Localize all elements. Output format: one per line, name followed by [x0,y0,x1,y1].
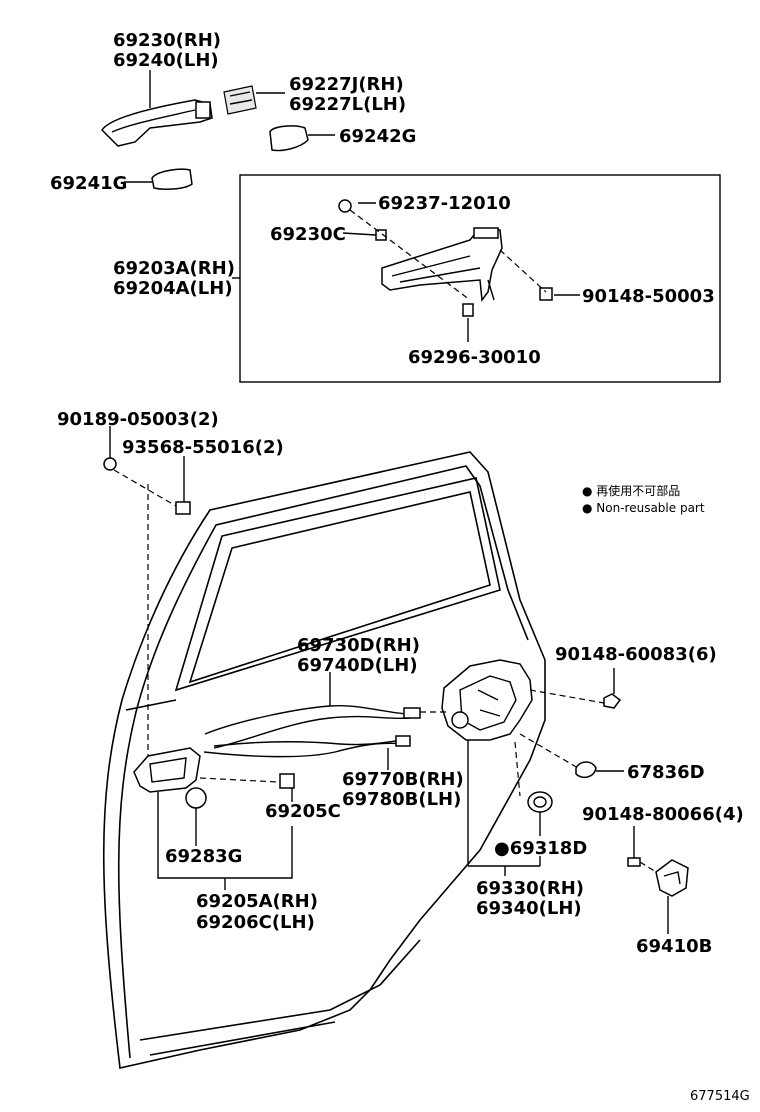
label-69296-30010: 69296-30010 [408,347,541,368]
striker-screw [627,857,641,867]
label-69740d-lh: 69740D(LH) [297,655,418,676]
lock-grommet [575,761,597,779]
frame-screw-right [539,287,553,301]
label-69205c: 69205C [265,801,341,822]
screw-93568 [175,501,191,515]
label-69340-lh: 69340(LH) [476,898,582,919]
frame-screw-bottom [462,303,474,317]
label-90148-50003: 90148-50003 [582,286,715,307]
legend-en: ● Non-reusable part [582,501,705,515]
label-69230c: 69230C [270,224,346,245]
door-outline [102,451,546,1069]
label-69283g: 69283G [165,846,242,867]
label-90148-60083: 90148-60083(6) [555,644,717,665]
lock-screw [603,693,622,709]
label-90189-05003: 90189-05003(2) [57,409,219,430]
diagram-ref: 677514G [690,1089,750,1104]
label-69203a-rh: 69203A(RH) [113,258,235,279]
bolt-90189 [103,457,117,471]
label-69770b-rh: 69770B(RH) [342,769,464,790]
handle-cover [185,787,207,809]
label-69206c-lh: 69206C(LH) [196,912,315,933]
label-69730d-rh: 69730D(RH) [297,635,420,656]
label-69330-rh: 69330(RH) [476,878,584,899]
label-69230-rh: 69230(RH) [113,30,221,51]
outside-handle [101,99,213,147]
handle-gasket [151,168,193,190]
frame-nut [338,199,352,213]
inside-handle [133,747,201,793]
open-cable [203,735,411,758]
label-90148-80066: 90148-80066(4) [582,804,744,825]
label-69205a-rh: 69205A(RH) [196,891,318,912]
label-69780b-lh: 69780B(LH) [342,789,461,810]
label-69227j-rh: 69227J(RH) [289,74,404,95]
handle-pad [269,125,309,152]
label-67836d: 67836D [627,762,705,783]
label-69318d: ●69318D [494,838,587,859]
handle-cap [223,85,257,115]
handle-frame [381,227,503,302]
label-69204a-lh: 69204A(LH) [113,278,233,299]
lock-seal [527,791,553,813]
lock-cable [204,704,421,749]
door-lock [441,659,533,741]
label-69410b: 69410B [636,936,712,957]
label-69237-12010: 69237-12010 [378,193,511,214]
label-69240-lh: 69240(LH) [113,50,219,71]
legend-jp: ● 再使用不可部品 [582,483,680,498]
label-93568-55016: 93568-55016(2) [122,437,284,458]
handle-screw [279,773,295,789]
label-69242g: 69242G [339,126,416,147]
frame-clip [375,229,387,241]
label-69227l-lh: 69227L(LH) [289,94,406,115]
label-69241g: 69241G [50,173,127,194]
striker [655,859,689,897]
